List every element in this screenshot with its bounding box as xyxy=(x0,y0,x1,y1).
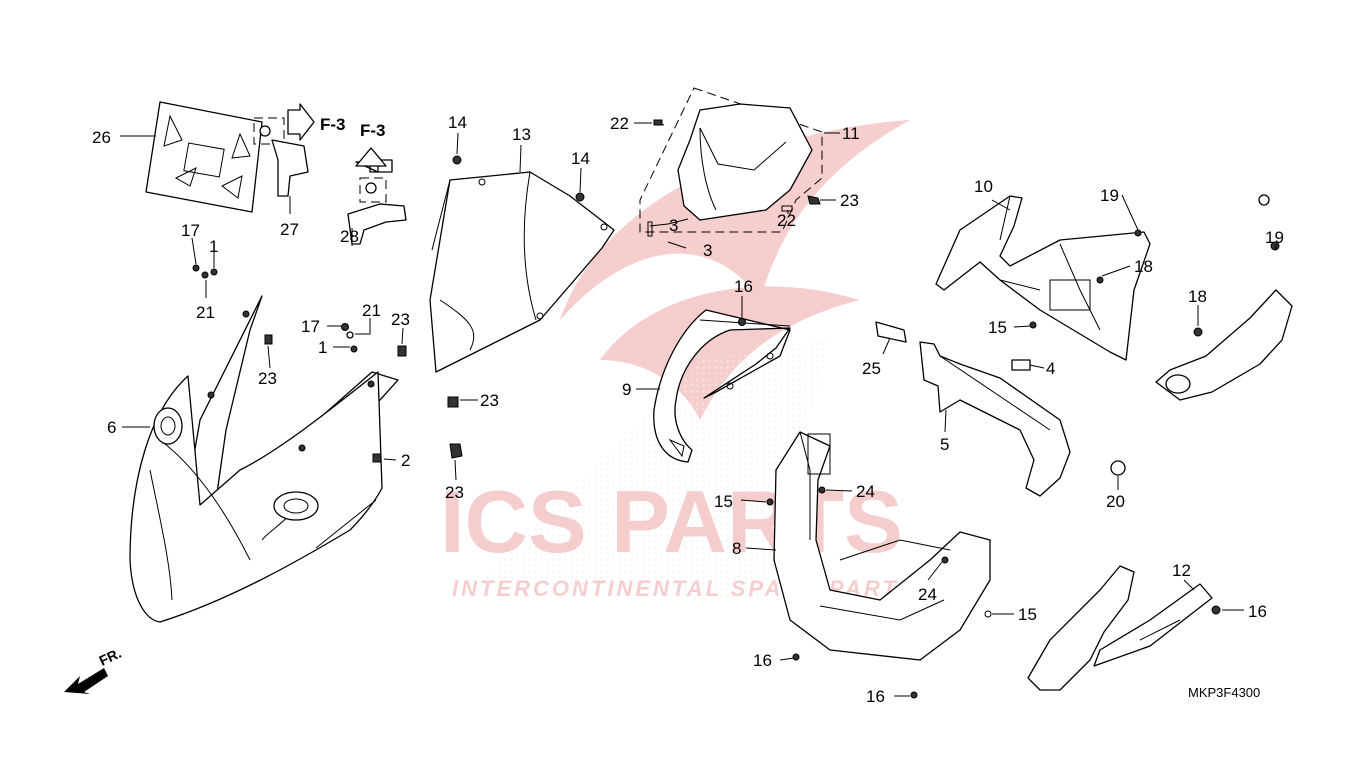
callout-9: 9 xyxy=(622,380,631,399)
callout-23-c: 23 xyxy=(480,391,499,410)
callout-16-b: 16 xyxy=(753,651,772,670)
callout-23-e: 23 xyxy=(840,191,859,210)
watermark-dot-field xyxy=(480,340,830,600)
front-arrow-icon xyxy=(64,668,108,694)
callout-3-a: 3 xyxy=(669,216,678,235)
f3-arrow-up-head-icon xyxy=(355,147,387,167)
part-5-stay xyxy=(875,321,1126,497)
callout-24-b: 24 xyxy=(918,585,937,604)
callout-16-c: 16 xyxy=(866,687,885,706)
callout-5: 5 xyxy=(940,435,949,454)
callout-23-a: 23 xyxy=(391,310,410,329)
callout-21-right: 21 xyxy=(362,301,381,320)
watermark-wing-icon xyxy=(560,120,910,420)
callout-18-a: 18 xyxy=(1134,257,1153,276)
callout-11: 11 xyxy=(842,124,860,143)
callout-15-b: 15 xyxy=(1018,605,1037,624)
callout-28: 28 xyxy=(340,227,359,246)
callout-23-d: 23 xyxy=(445,483,464,502)
ref-label-f3-right: F-3 xyxy=(320,115,346,134)
f3-arrow-right-icon xyxy=(287,103,315,141)
callout-22-top: 22 xyxy=(610,114,629,133)
part-13-windscreen xyxy=(429,155,615,373)
callout-14-left: 14 xyxy=(448,113,467,132)
callout-17-right: 17 xyxy=(301,317,320,336)
part-10-side-panel xyxy=(935,195,1151,361)
part-8-lower-cowl xyxy=(766,431,992,699)
callout-24-a: 24 xyxy=(856,482,875,501)
callout-1-right: 1 xyxy=(318,338,327,357)
callout-13: 13 xyxy=(512,125,531,144)
part-27-bracket xyxy=(253,103,315,197)
callout-17-left: 17 xyxy=(181,221,200,240)
callout-1-left: 1 xyxy=(209,237,218,256)
diagram-code: MKP3F4300 xyxy=(1188,685,1260,700)
callout-25: 25 xyxy=(862,359,881,378)
part-12-side-cover xyxy=(1027,565,1221,691)
callout-6: 6 xyxy=(107,418,116,437)
callout-16-top: 16 xyxy=(734,277,753,296)
callout-20: 20 xyxy=(1106,492,1125,511)
callout-23-b: 23 xyxy=(258,369,277,388)
callout-19-b: 19 xyxy=(1265,228,1284,247)
callout-12: 12 xyxy=(1172,561,1191,580)
callout-4: 4 xyxy=(1046,359,1055,378)
watermark: ICS PARTS INTERCONTINENTAL SPARE PARTS xyxy=(440,120,914,601)
part-26-plate xyxy=(145,101,263,213)
callout-26: 26 xyxy=(92,128,111,147)
part-6-upper-cowl xyxy=(129,295,399,623)
callout-22-bottom: 22 xyxy=(777,211,796,230)
callout-14-right: 14 xyxy=(571,149,590,168)
leader-lines xyxy=(120,122,1277,697)
callout-10: 10 xyxy=(974,177,993,196)
callout-15-a: 15 xyxy=(714,492,733,511)
part-right-cover xyxy=(1155,194,1293,401)
callout-labels: 26 27 28 17 1 21 17 21 1 23 23 6 2 14 13… xyxy=(92,113,1284,706)
small-fasteners-left xyxy=(192,264,463,463)
callout-27: 27 xyxy=(280,220,299,239)
callout-19-a: 19 xyxy=(1100,186,1119,205)
callout-15-c: 15 xyxy=(988,318,1007,337)
part-9-inner-panel xyxy=(653,309,791,463)
callout-18-b: 18 xyxy=(1188,287,1207,306)
part-28-bracket xyxy=(347,147,407,245)
callout-3-b: 3 xyxy=(703,241,712,260)
ref-label-f3-up: F-3 xyxy=(360,121,386,140)
callout-21-left: 21 xyxy=(196,303,215,322)
callout-16-d: 16 xyxy=(1248,602,1267,621)
callout-8: 8 xyxy=(732,539,741,558)
callout-2: 2 xyxy=(401,451,410,470)
part-11-meter-visor xyxy=(639,87,823,237)
front-label: FR. xyxy=(97,645,124,669)
watermark-brand: ICS PARTS xyxy=(440,472,903,571)
